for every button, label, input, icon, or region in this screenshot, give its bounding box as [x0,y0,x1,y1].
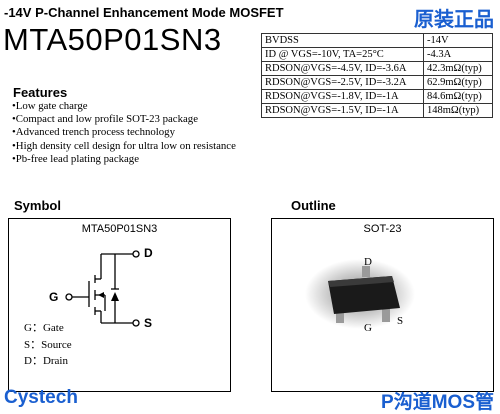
package-label: SOT-23 [363,223,402,235]
spec-value: 148mΩ(typ) [423,103,493,118]
features-list: Low gate charge Compact and low profile … [12,100,236,166]
symbol-title: Symbol [14,198,61,213]
spec-param: RDSON@VGS=-4.5V, ID=-3.6A [261,61,424,76]
spec-table: BVDSS-14V ID @ VGS=-10V, TA=25°C-4.3A RD… [261,33,493,118]
subtitle: -14V P-Channel Enhancement Mode MOSFET [4,5,284,20]
symbol-part-label: MTA50P01SN3 [81,223,158,235]
channel-type-badge: P沟道MOS管 [381,392,494,413]
feature-item: Pb-free lead plating package [12,153,236,166]
part-number: MTA50P01SN3 [3,22,222,57]
legend-source: S：Source [24,339,72,351]
spec-value: 42.3mΩ(typ) [423,61,493,76]
feature-item: Compact and low profile SOT-23 package [12,113,236,126]
symbol-box: MTA50P01SN3 [8,218,231,392]
spec-param: RDSON@VGS=-1.8V, ID=-1A [261,89,424,104]
sot23-package-icon [305,259,415,329]
legend-drain: D：Drain [24,355,68,367]
feature-item: Low gate charge [12,100,236,113]
spec-value: -14V [423,33,493,48]
features-title: Features [13,85,68,100]
authentic-badge: 原装正品 [414,9,494,31]
spec-param: BVDSS [261,33,424,48]
mosfet-symbol-icon [65,250,140,327]
feature-item: Advanced trench process technology [12,126,236,139]
pin-label-source: S [144,316,153,330]
brand-logo: Cystech [4,387,78,408]
outline-title: Outline [291,198,336,213]
package-pin-source: S [397,315,404,327]
feature-item: High density cell design for ultra low o… [12,140,236,153]
spec-value: 84.6mΩ(typ) [423,89,493,104]
pin-label-drain: D [144,246,153,260]
outline-box: SOT-23 D G S [271,218,494,392]
spec-row: BVDSS-14V [261,33,493,48]
spec-param: ID @ VGS=-10V, TA=25°C [261,47,424,62]
legend-gate: G：Gate [24,322,64,334]
spec-value: -4.3A [423,47,493,62]
spec-row: ID @ VGS=-10V, TA=25°C-4.3A [261,47,493,62]
spec-param: RDSON@VGS=-2.5V, ID=-3.2A [261,75,424,90]
package-pin-drain: D [364,256,372,268]
spec-value: 62.9mΩ(typ) [423,75,493,90]
package-pin-gate: G [364,322,372,334]
spec-param: RDSON@VGS=-1.5V, ID=-1A [261,103,424,118]
pin-label-gate: G [49,290,59,304]
